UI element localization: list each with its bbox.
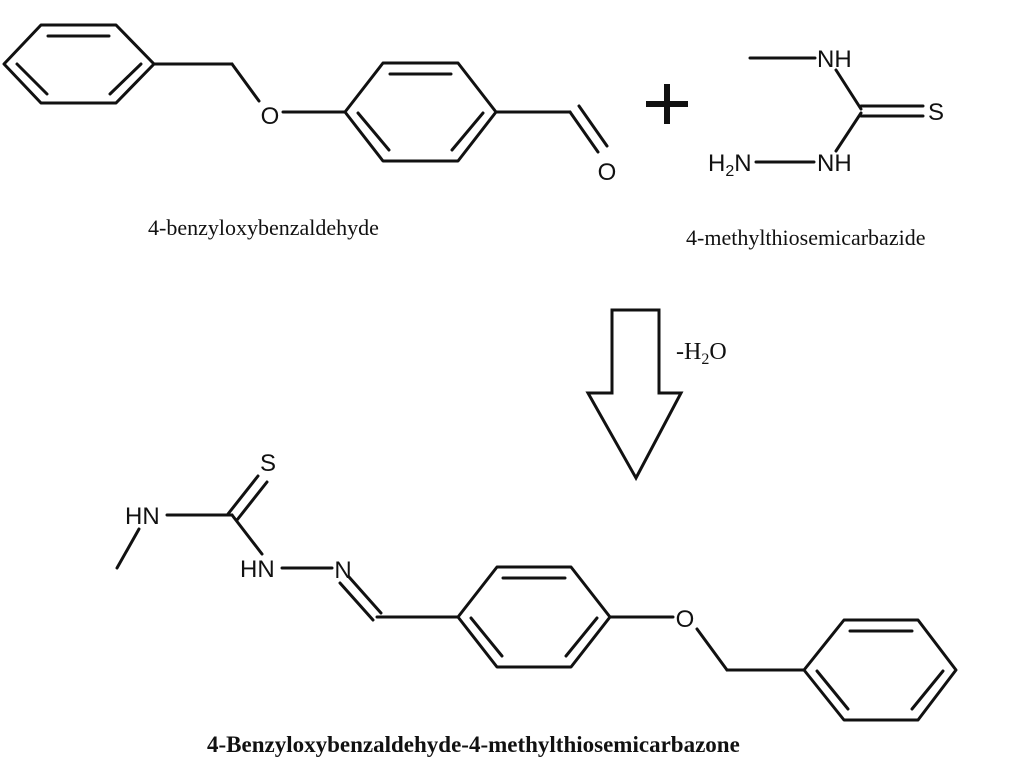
- imine-bond-2: [347, 575, 383, 615]
- benzene-ring: [343, 61, 498, 163]
- imine-bond-1: [338, 581, 375, 622]
- nh-c-bond: [834, 68, 863, 111]
- thione-sulfur: S: [928, 99, 944, 126]
- product-phenyl-inner-bonds: [815, 629, 945, 711]
- reaction-condition: -H2O: [676, 339, 727, 368]
- carbonyl-bond-1: [568, 110, 600, 154]
- product-thione-bond-2: [235, 480, 269, 522]
- reactant-1-label: 4-benzyloxybenzaldehyde: [148, 215, 379, 240]
- product-o-ch2-bond: [695, 627, 729, 672]
- product-thione-sulfur: S: [260, 450, 276, 477]
- phenyl-ring: [2, 23, 156, 105]
- reactant-4-methylthiosemicarbazide: NH S H2N NH 4-methylthiosemicarbazide: [686, 46, 944, 250]
- amine-h2n: H2N: [708, 150, 752, 180]
- reactant-2-label: 4-methylthiosemicarbazide: [686, 225, 925, 250]
- benzene-ring-inner-bonds: [356, 72, 485, 152]
- ether-oxygen: O: [261, 103, 280, 130]
- product-thione-bond-1: [226, 474, 260, 516]
- product-hydrazine-hn: HN: [240, 556, 275, 583]
- product-phenyl-ring: [802, 618, 958, 722]
- product-c-nh-bond: [230, 513, 264, 556]
- c-nh-bond: [834, 111, 863, 153]
- product-benzene-inner-bonds: [469, 576, 599, 658]
- phenyl-ring-inner-bonds: [15, 34, 143, 96]
- product-label: 4-Benzyloxybenzaldehyde-4-methylthiosemi…: [207, 732, 740, 757]
- methyl-nh: NH: [817, 46, 852, 73]
- product-thiosemicarbazone: S HN HN N O 4-Benzyloxybenzaldehy: [115, 450, 958, 757]
- carbonyl-oxygen: O: [598, 159, 617, 186]
- product-imine-n: N: [334, 557, 351, 584]
- hydrazine-nh: NH: [817, 150, 852, 177]
- product-methyl-hn: HN: [125, 503, 160, 530]
- product-benzene-ring: [456, 565, 612, 669]
- reactant-4-benzyloxybenzaldehyde: O O 4-benzyloxybenzaldehyde: [2, 23, 617, 240]
- product-ether-oxygen: O: [676, 606, 695, 633]
- product-methyl-bond: [115, 527, 141, 570]
- plus-sign: [646, 84, 688, 124]
- hollow-down-arrow: [585, 308, 684, 482]
- reaction-arrow: -H2O: [585, 308, 727, 482]
- carbonyl-bond-2: [577, 104, 609, 148]
- ch2-o-bond: [230, 62, 261, 103]
